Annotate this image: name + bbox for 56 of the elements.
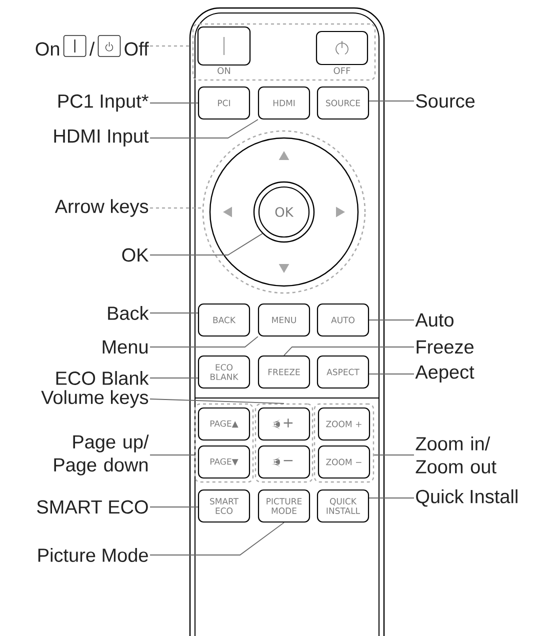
callout-label: Aepect <box>415 366 474 382</box>
leader-line <box>150 312 198 314</box>
callout-label: Auto <box>415 313 454 327</box>
callout-label: PC1 Input* <box>58 94 148 112</box>
callout-label: On / Off <box>36 35 149 57</box>
remote-button: + <box>258 407 310 441</box>
remote-button: PICTURE MODE <box>258 489 310 523</box>
leader-line <box>284 346 414 356</box>
callout-label: Source <box>416 94 475 108</box>
leader-line <box>368 100 414 102</box>
remote-button: ASPECT <box>316 355 370 389</box>
remote-button: ZOOM − <box>318 445 370 479</box>
remote-button: AUTO <box>316 303 370 337</box>
callout-label: Page up/ Page down <box>54 434 149 476</box>
remote-button: OFF <box>316 30 368 74</box>
remote-button: PAGE▲ <box>198 407 250 441</box>
remote-button: − <box>258 445 310 479</box>
ok-button: OK <box>253 181 315 243</box>
leader-line <box>150 102 198 104</box>
callout-label: HDMI Input <box>54 130 149 146</box>
remote-button: ECO BLANK <box>198 355 250 389</box>
callout-label: Menu <box>102 340 148 354</box>
leader-line <box>150 233 263 256</box>
leader-line <box>150 207 202 209</box>
remote-button: HDMI <box>258 86 310 120</box>
callout-label: ECO Blank <box>56 371 149 385</box>
leader-line <box>150 45 192 47</box>
button-group-outline <box>254 403 314 483</box>
callout-label: OK <box>122 248 149 262</box>
callout-label: Picture Mode <box>38 548 148 562</box>
button-group-outline <box>192 23 376 81</box>
remote-button: ZOOM + <box>318 407 370 441</box>
remote-button: ON <box>197 26 251 74</box>
callout-label: Arrow keys <box>54 199 148 217</box>
remote-button: BACK <box>198 303 250 337</box>
callout-label: Back <box>108 306 149 320</box>
callout-label: Volume keys <box>41 390 148 408</box>
button-group-outline <box>314 403 374 483</box>
leader-line <box>150 454 195 456</box>
callout-label: Freeze <box>416 340 474 354</box>
callout-label: SMART ECO <box>37 500 148 514</box>
remote-button: FREEZE <box>258 355 310 389</box>
remote-button: QUICK INSTALL <box>316 489 370 523</box>
remote-button: PAGE▼ <box>198 445 250 479</box>
remote-button: SMART ECO <box>198 489 250 523</box>
leader-line <box>374 454 414 456</box>
remote-button: SOURCE <box>316 86 370 120</box>
callout-label: Zoom in/ Zoom out <box>416 436 496 474</box>
leader-line <box>150 522 284 556</box>
button-group-outline <box>194 403 254 483</box>
callout-label: Quick Install <box>416 489 518 507</box>
leader-line <box>150 506 198 508</box>
remote-button: MENU <box>258 303 310 337</box>
remote-button: PCI <box>198 86 250 120</box>
leader-line <box>150 398 284 404</box>
leader-line <box>150 336 258 348</box>
